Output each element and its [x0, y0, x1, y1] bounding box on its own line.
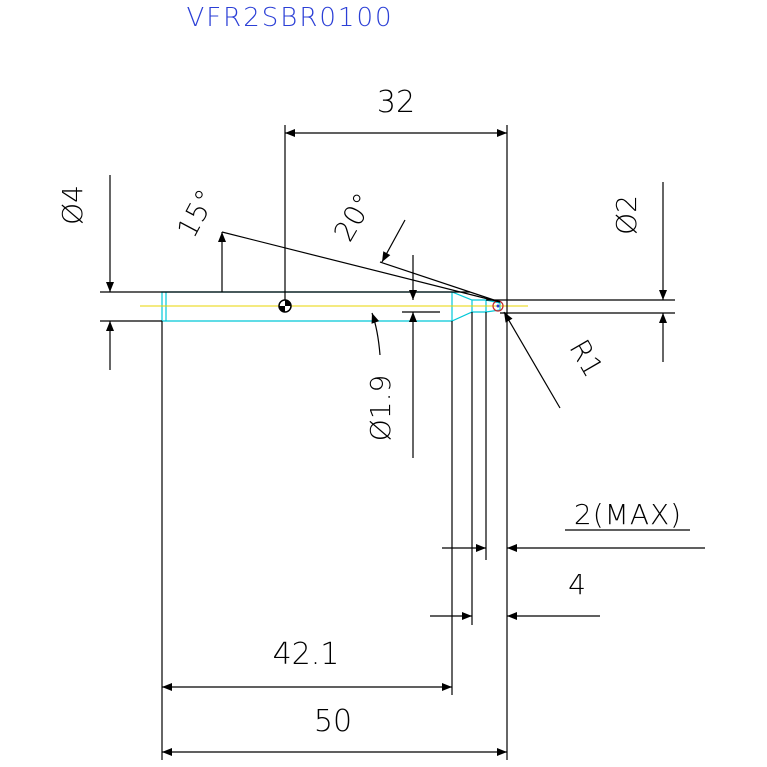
- dim-angle-15: 15°: [170, 184, 222, 243]
- drawing-title: VFR2SBR0100: [186, 3, 393, 33]
- dim-angle-20: 20°: [327, 188, 380, 247]
- dim-shank-diameter: Ø4: [56, 185, 89, 225]
- reference-point: [278, 299, 292, 313]
- dim-shank-length: 42.1: [273, 637, 340, 672]
- dimension-lines: [100, 125, 705, 760]
- dim-total-length: 50: [314, 704, 352, 739]
- dim-neck-length: 4: [568, 568, 586, 601]
- dim-neck-diameter: Ø1.9: [364, 375, 397, 442]
- ball-tip-center: [496, 304, 500, 308]
- dim-center-offset: 32: [377, 85, 415, 120]
- dim-tip-length-max: 2(MAX): [574, 498, 682, 531]
- dim-tip-radius: R1: [563, 334, 610, 383]
- dim-tip-diameter: Ø2: [610, 195, 643, 235]
